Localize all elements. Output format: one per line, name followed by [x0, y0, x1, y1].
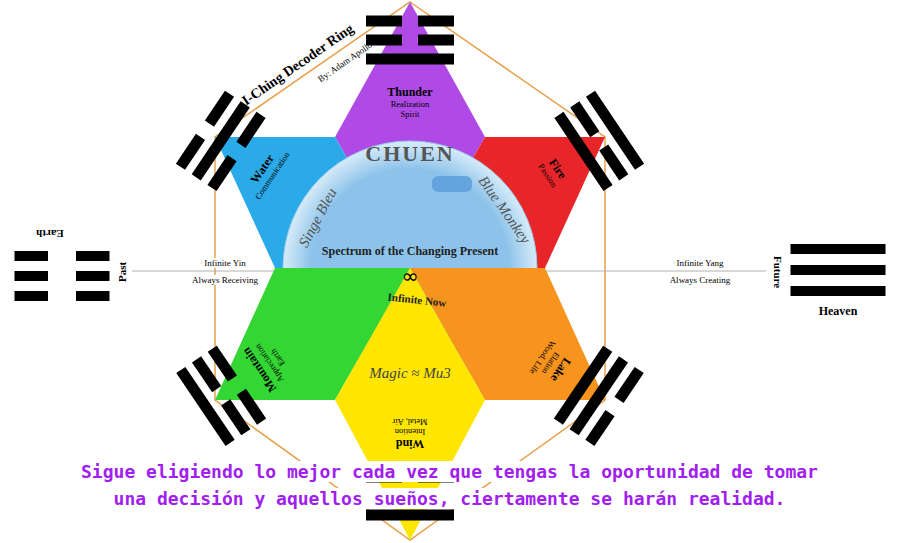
solid-line: [586, 91, 644, 170]
broken-line: [236, 112, 265, 148]
solid-line: [366, 54, 454, 65]
broken-line: [599, 144, 628, 180]
text-holder: Earth: [36, 228, 64, 241]
text-holder: Infinite Yin: [202, 258, 247, 268]
solid-line: [554, 346, 612, 425]
trigram-meaning: Spirit: [387, 110, 432, 120]
trigram-symbol: [366, 16, 454, 65]
glyph-bar: [432, 176, 472, 192]
trigram-symbol: [176, 346, 266, 446]
solid-line: [570, 356, 628, 435]
trigram-symbol: [791, 244, 886, 296]
text-holder: Heaven: [819, 305, 858, 319]
solid-line: [791, 244, 886, 254]
day-sign-name: CHUEN: [365, 141, 454, 166]
broken-line: [76, 271, 110, 281]
yang-line: [538, 271, 766, 272]
trigram-name: Wind: [393, 436, 428, 450]
time-label: Future: [772, 256, 785, 288]
broken-line: [614, 367, 643, 403]
text-holder: ∞: [402, 265, 419, 288]
solid-line: [192, 101, 250, 180]
broken-line: [15, 271, 49, 281]
broken-line: [76, 291, 110, 301]
text-holder: Past: [116, 262, 129, 282]
infinity-symbol: ∞: [402, 265, 419, 288]
broken-line: [585, 410, 614, 446]
axis-label: Infinite Yang: [675, 258, 726, 268]
broken-line: [192, 356, 221, 392]
trigram-meaning: Realization: [387, 100, 432, 110]
text-holder: CHUEN: [365, 141, 454, 166]
trigram-name: Heaven: [819, 305, 858, 319]
yin-line: [132, 271, 282, 272]
text-holder: Always Creating: [668, 275, 733, 285]
trigram-name: Thunder: [387, 86, 432, 100]
triangle-text: ThunderRealizationSpirit: [387, 86, 432, 119]
text-holder: Future: [772, 256, 785, 288]
caption-text: Sigue eligiendo lo mejor cada vez que te…: [81, 461, 818, 509]
broken-line: [205, 91, 234, 127]
solid-line: [791, 286, 886, 296]
center-heading: Spectrum of the Changing Present: [322, 245, 498, 259]
trigram-name: Earth: [36, 228, 64, 241]
trigram-symbol: [554, 91, 644, 191]
trigram-symbol: [554, 346, 644, 446]
axis-label: Always Receiving: [190, 275, 260, 285]
broken-line: [208, 346, 237, 382]
axis-label: Infinite Yin: [202, 258, 247, 268]
broken-line: [418, 35, 454, 46]
broken-line: [176, 134, 205, 170]
solid-line: [366, 510, 454, 521]
trigram-symbol: [15, 251, 110, 301]
axis-label: Always Creating: [668, 275, 733, 285]
triangle-text: WindIntentionMetal, Air: [393, 416, 428, 449]
text-holder: Always Receiving: [190, 275, 260, 285]
broken-line: [15, 291, 49, 301]
text-holder: Spectrum of the Changing Present: [322, 245, 498, 259]
caption-holder: Sigue eligiendo lo mejor cada vez que te…: [77, 458, 822, 512]
trigram-meaning: Intention: [393, 426, 428, 436]
broken-line: [207, 155, 236, 191]
broken-line: [15, 251, 49, 261]
broken-line: [76, 251, 110, 261]
broken-line: [237, 389, 266, 425]
broken-line: [418, 16, 454, 27]
time-label: Past: [116, 262, 129, 282]
trigram-meaning: Metal, Air: [393, 416, 428, 426]
text-holder: Magic ≈ Mu3: [369, 365, 451, 382]
text-holder: Infinite Yang: [675, 258, 726, 268]
motto-text: Magic ≈ Mu3: [369, 365, 451, 382]
broken-line: [570, 101, 599, 137]
solid-line: [176, 367, 234, 446]
solid-line: [791, 265, 886, 275]
broken-line: [221, 399, 250, 435]
broken-line: [366, 16, 402, 27]
solid-line: [554, 112, 612, 191]
